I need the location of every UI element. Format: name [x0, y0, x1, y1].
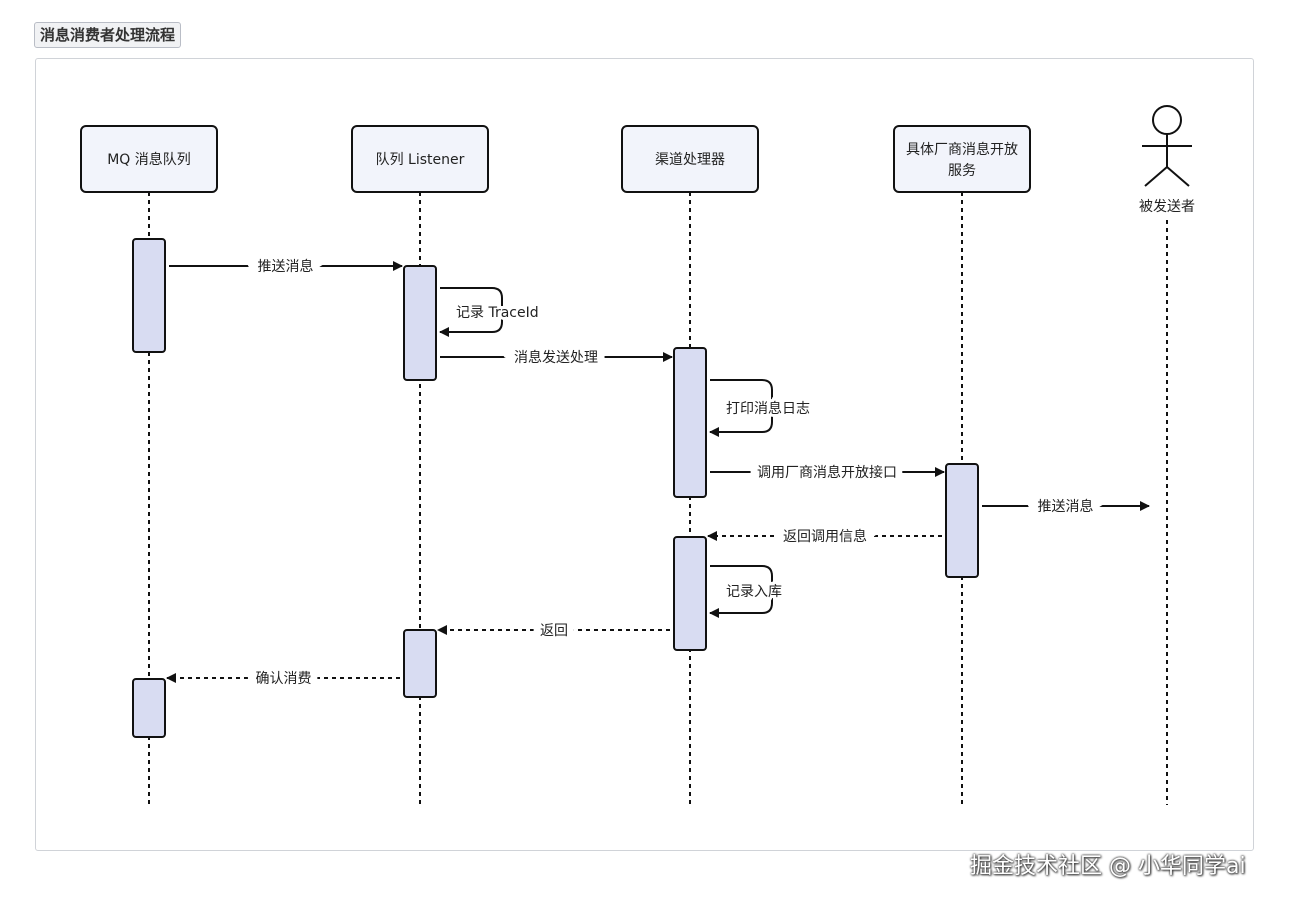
participant-box: [893, 125, 1031, 193]
diagram-title: 消息消费者处理流程: [34, 22, 182, 48]
message-label: 推送消息: [1038, 498, 1094, 515]
message-label: 记录入库: [726, 584, 782, 600]
message-label: 消息发送处理: [514, 349, 598, 366]
message-label: 打印消息日志: [726, 400, 810, 417]
participant-label: 被发送者: [1139, 199, 1195, 215]
activation-bar: [132, 238, 166, 353]
message-label: 返回调用信息: [783, 528, 867, 545]
message-label: 记录 TraceId: [456, 305, 539, 321]
activation-bar: [673, 347, 707, 498]
activation-bar: [403, 265, 437, 381]
activation-bar: [673, 536, 707, 651]
message-label: 返回: [540, 623, 568, 639]
participant-box: [351, 125, 489, 193]
message-label: 推送消息: [258, 258, 314, 275]
participant-box: [80, 125, 218, 193]
self-message-arrow: [709, 565, 773, 618]
activation-bar: [132, 678, 166, 738]
participant-label: 渠道处理器: [655, 152, 725, 168]
activation-bar: [403, 629, 437, 698]
watermark: 掘金技术社区 @ 小华同学ai: [970, 854, 1246, 879]
message-label: 确认消费: [256, 671, 312, 687]
self-message-arrow: [439, 287, 503, 337]
message-label: 调用厂商消息开放接口: [757, 464, 897, 481]
participant-label: MQ 消息队列: [107, 151, 191, 168]
activation-bar: [945, 463, 979, 578]
actor-head: [1152, 105, 1182, 135]
actor-icon: [1142, 105, 1192, 187]
participant-label: 具体厂商消息开放服务: [906, 141, 1018, 179]
self-message-arrow: [709, 379, 773, 437]
participant-label: 队列 Listener: [376, 152, 465, 168]
actor-leg: [1144, 166, 1168, 187]
actor-leg: [1166, 166, 1190, 187]
participant-box: [621, 125, 759, 193]
